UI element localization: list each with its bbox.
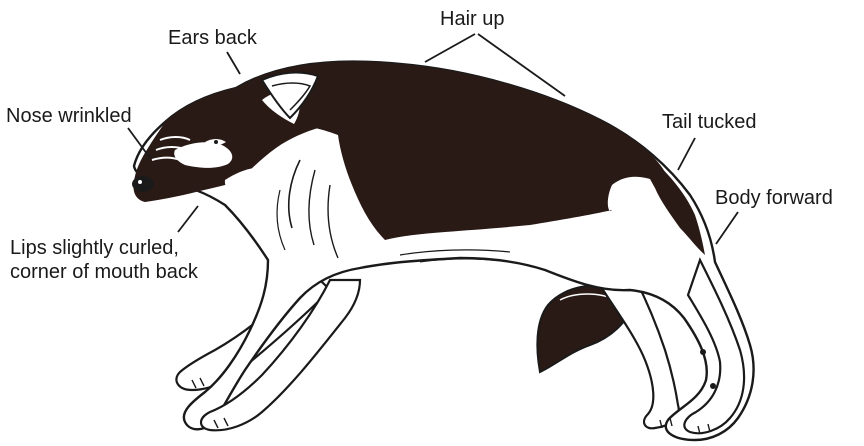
label-tail-tucked: Tail tucked [662,110,757,134]
pointer-body-forward [716,212,738,244]
label-lips-line-1: Lips slightly curled, [10,236,198,260]
dog-nose [132,176,154,192]
pointer-ears-back [227,52,240,74]
label-nose-wrinkled: Nose wrinkled [6,104,132,128]
label-body-forward: Body forward [715,186,833,210]
pointer-lips [178,206,198,232]
pointer-tail-tucked [678,138,695,170]
pointer-hair-up-front [425,34,475,62]
label-lips-curled: Lips slightly curled, corner of mouth ba… [10,236,198,284]
label-lips-line-2: corner of mouth back [10,260,198,284]
label-ears-back: Ears back [168,26,257,50]
label-hair-up: Hair up [440,7,504,31]
